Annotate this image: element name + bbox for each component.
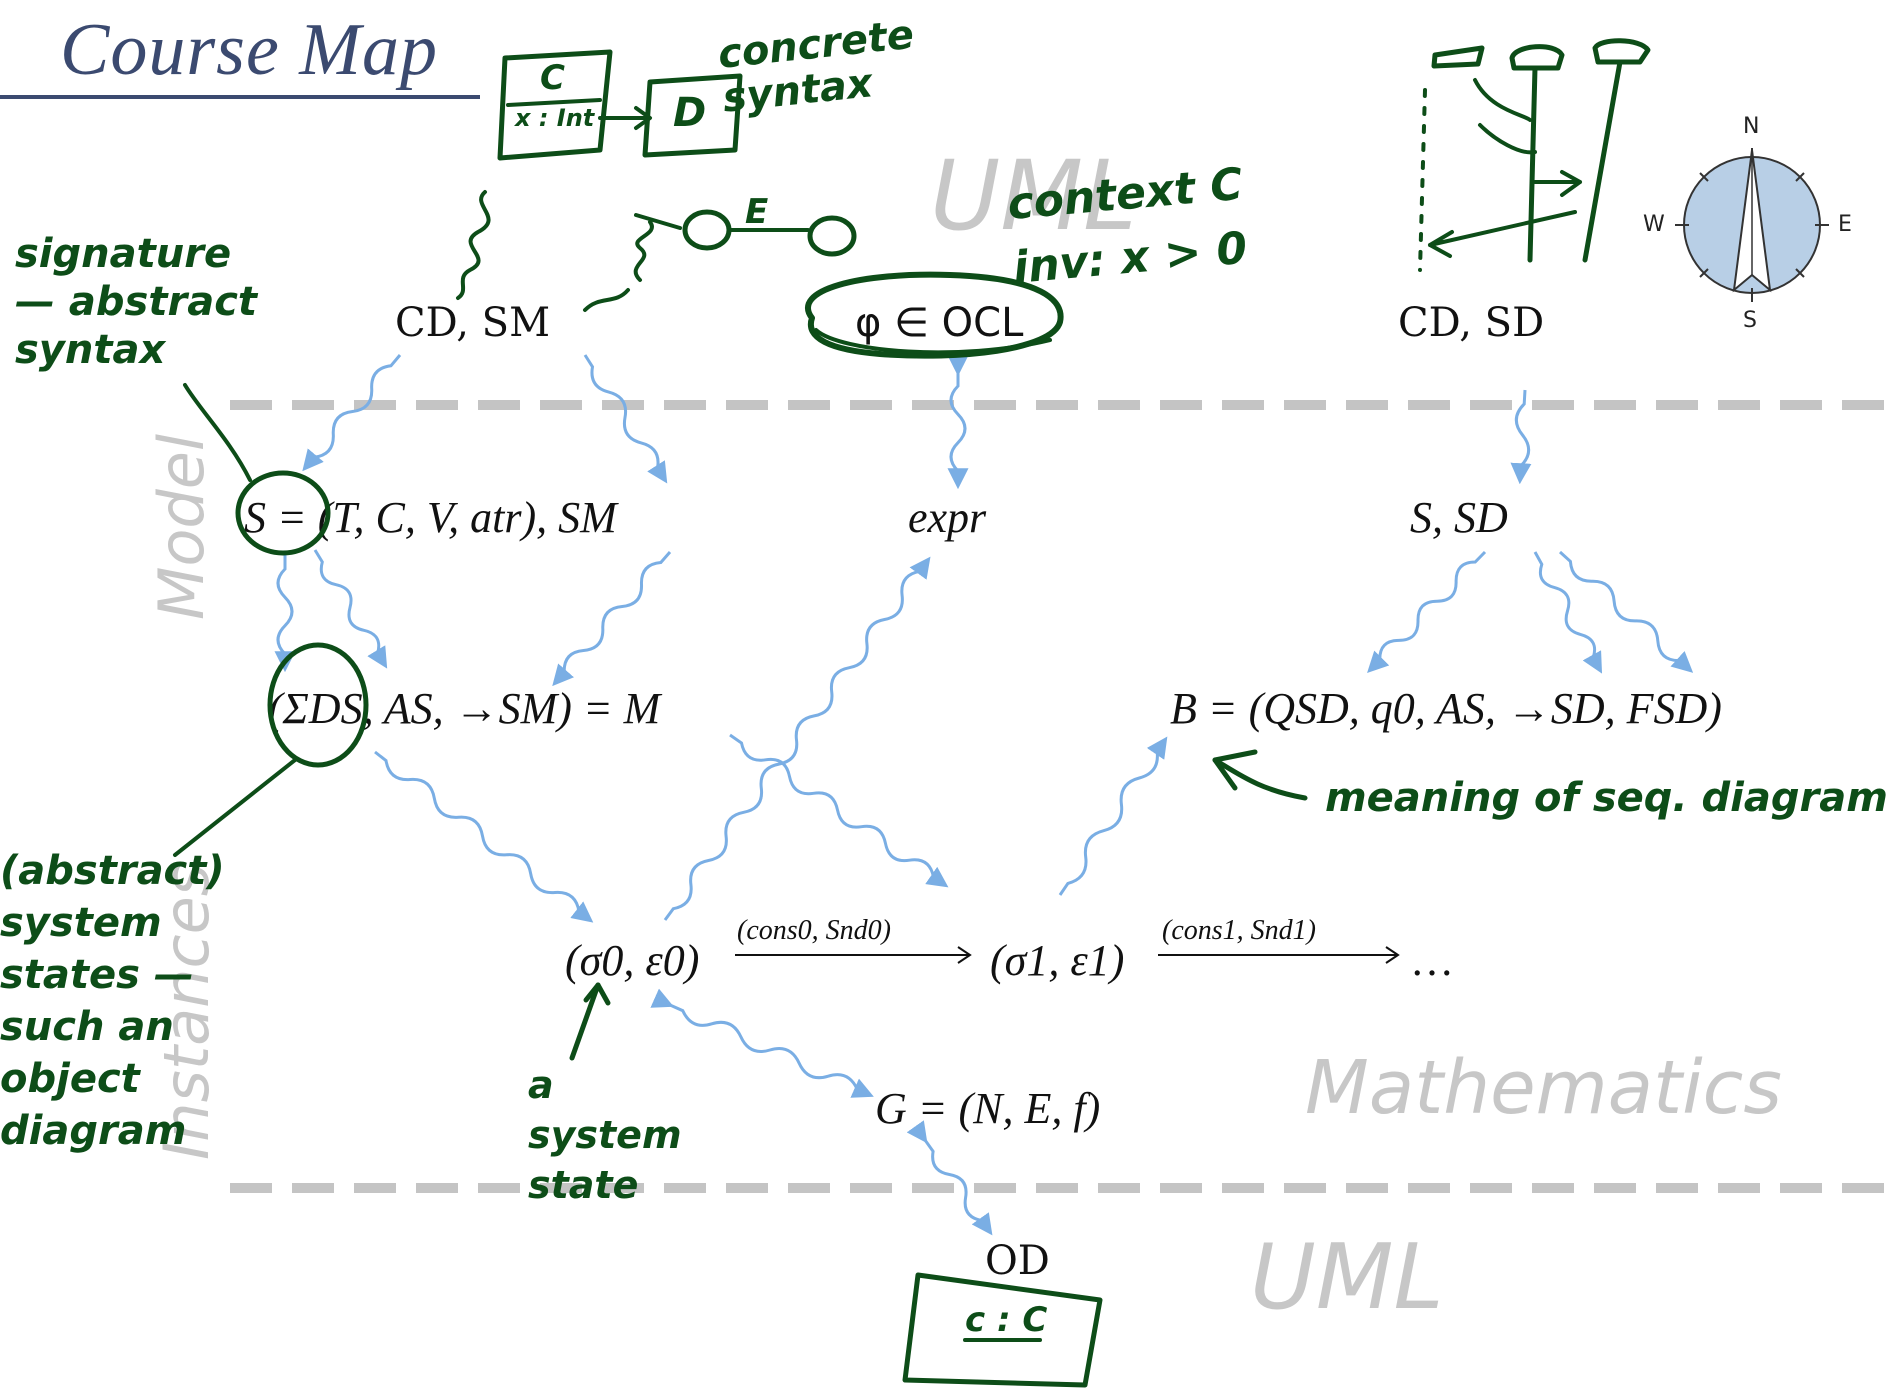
arrow-sm-to-arrow-sm (552, 551, 672, 687)
arrow-signature-to-a (313, 549, 388, 669)
arrow-ssd-to-buchi-left (1367, 550, 1487, 673)
title-underline (0, 95, 480, 99)
compass-s: S (1743, 308, 1757, 333)
arrow-ssd-to-buchi-right (1558, 550, 1694, 673)
sketch-attr-x: x : Int (515, 104, 595, 132)
sketch-assoc-e: E (745, 192, 769, 232)
node-cd-sd: CD, SD (1398, 300, 1545, 346)
sketch-class-c: C (540, 58, 565, 98)
transition-label-1: (cons1, Snd1) (1162, 915, 1316, 946)
arrow-cdsm-to-sm (583, 354, 668, 484)
arrow-graph-od (906, 1120, 993, 1236)
compass-e: E (1838, 212, 1852, 237)
transition-label-0: (cons0, Snd0) (737, 915, 891, 946)
sketch-class-d: D (673, 90, 707, 136)
arrow-ssd-to-buchi-mid (1533, 551, 1603, 674)
arrow-sigma-to-state0 (374, 750, 594, 923)
annotation-meaning-sd: meaning of seq. diagram (1325, 775, 1888, 821)
arrow-state0-to-expr (663, 556, 931, 921)
arrow-state1-to-buchi (1058, 736, 1168, 896)
compass-n: N (1743, 114, 1760, 139)
region-label-mathematics: Mathematics (1305, 1045, 1782, 1131)
node-ellipsis: … (1410, 936, 1454, 985)
node-expr: expr (908, 493, 987, 542)
node-buchi: B = (QSD, q0, AS, →SD, FSD) (1170, 684, 1722, 733)
node-structure: (ΣDS, AS, →SM) = M (268, 684, 661, 733)
node-s-sd: S, SD (1410, 493, 1508, 542)
region-label-uml-top: UML (930, 140, 1137, 252)
annotation-abstract-states: (abstract) system states — such an objec… (0, 848, 225, 1154)
compass-w: W (1643, 212, 1665, 237)
page-title: Course Map (60, 9, 438, 91)
node-cd-sm: CD, SM (395, 300, 551, 346)
arrow-cdsd-to-ssd (1510, 389, 1532, 485)
arrow-ocl-expr (947, 355, 969, 490)
arrow-sm-to-state1 (729, 733, 949, 888)
node-signature: S = (T, C, V, atr), SM (244, 493, 617, 542)
node-graph: G = (N, E, f) (875, 1084, 1101, 1133)
wavy-arrows (274, 354, 1694, 1236)
node-ocl: φ ∈ OCL (855, 300, 1024, 346)
node-state-1: (σ1, ε1) (990, 936, 1125, 985)
annotation-a-system-state: a system state (528, 1063, 682, 1207)
annotation-context-inv: context C inv: x > 0 (1005, 158, 1250, 294)
node-od: OD (985, 1238, 1050, 1284)
node-state-0: (σ0, ε0) (565, 936, 700, 985)
transition-arrow-0-head (957, 946, 972, 964)
annotation-signature-abstract: signature — abstract syntax (15, 231, 258, 373)
region-label-uml-bottom: UML (1250, 1225, 1444, 1330)
arrow-cdsm-to-signature (302, 354, 402, 472)
arrow-signature-to-sigma (274, 555, 296, 673)
arrow-state0-graph (650, 988, 874, 1098)
transition-arrow-1-head (1385, 946, 1400, 964)
sketch-object-c: c : C (965, 1300, 1048, 1340)
